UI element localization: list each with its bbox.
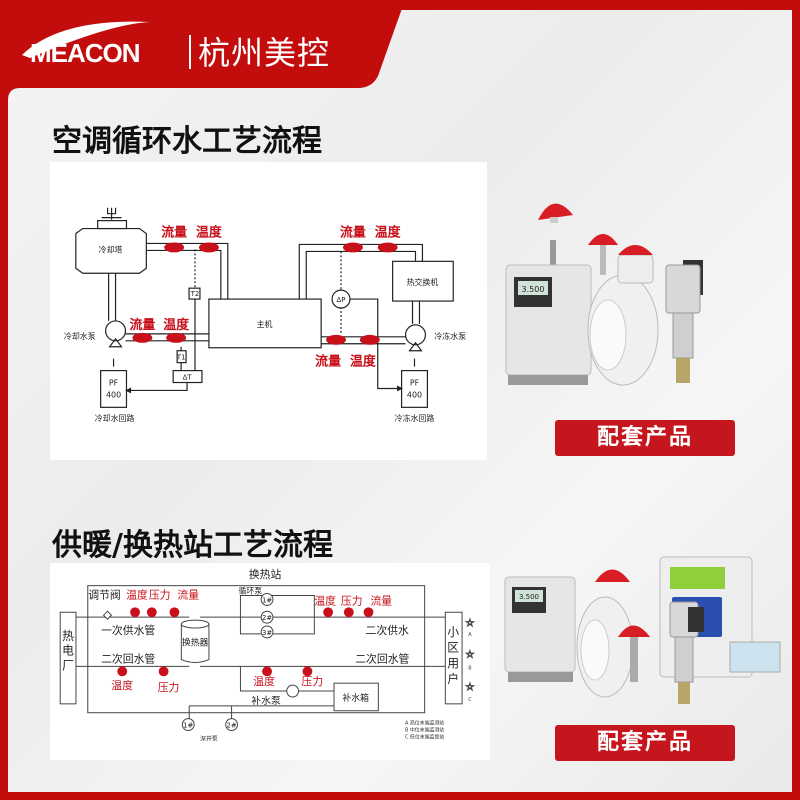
star-label: C (468, 697, 472, 703)
star-icon: ☆ (466, 682, 475, 693)
pf-number: 400 (407, 390, 422, 399)
section1-title: 空调循环水工艺流程 (52, 124, 322, 159)
label-temp: 温度 (126, 587, 148, 601)
label-pressure: 压力 (341, 594, 363, 607)
sensor-dot (158, 666, 169, 677)
section2-title: 供暖/换热站工艺流程 (52, 528, 333, 563)
well-pump-2: 2# (227, 721, 237, 729)
star-icon: ☆ (466, 650, 475, 661)
secondary-return-label: 二次回水管 (355, 651, 409, 665)
well-pump-label: 深井泵 (200, 734, 218, 742)
circ-pump-label: 循环泵 (238, 586, 262, 596)
hvac-circulation-diagram: 流量 温度 流量 温度 流量 温度 流量 温度 冷却塔 主机 热交换机 冷却水泵… (50, 162, 487, 460)
product-image-set-1: 3.500 (505, 203, 703, 386)
sensor-dot (146, 607, 157, 618)
legend-item: C 低位末端监督站 (405, 733, 444, 740)
users-char: 区 (447, 641, 459, 655)
temp-sensor (166, 332, 187, 343)
pf-label: PF (109, 378, 119, 387)
plant-char: 厂 (62, 658, 74, 672)
temp-sensor (359, 334, 380, 345)
sensor-dot (363, 607, 374, 618)
label-flow: 流量 (315, 354, 341, 370)
label-temp: 温度 (375, 225, 401, 241)
well-pump-1: 1# (183, 721, 193, 729)
label-flow: 流量 (177, 587, 199, 601)
header-banner (0, 0, 405, 100)
delta-t-label: ΔT (183, 374, 193, 382)
pump-2: 2# (262, 614, 272, 622)
label-temp: 温度 (163, 317, 189, 333)
matching-products-button-2[interactable]: 配套产品 (555, 725, 735, 761)
logo-swoosh (22, 21, 150, 58)
makeup-pump-label: 补水泵 (251, 694, 281, 707)
legend-item: A 高位末端监测站 (405, 720, 444, 727)
sensor-markers (132, 242, 398, 345)
flow-sensor (132, 332, 153, 343)
star-label: B (468, 665, 472, 671)
star-label: A (468, 632, 472, 638)
pf-number: 400 (106, 390, 121, 399)
label-temp: 温度 (253, 674, 275, 688)
temp-sensor (198, 242, 219, 253)
chilled-pump-label: 冷冻水泵 (434, 331, 466, 341)
label-flow: 流量 (129, 317, 155, 333)
sensor-dot (343, 607, 354, 618)
plant-char: 热 (62, 629, 74, 643)
chilled-loop-label: 冷冻水回路 (395, 413, 435, 423)
logo-divider (189, 35, 191, 69)
heat-exchanger-label: 热交换机 (407, 277, 439, 287)
label-flow: 流量 (340, 225, 366, 241)
temp-sensor (377, 242, 398, 253)
brand-logo-text: MEACON (30, 38, 141, 68)
secondary-return-label: 二次回水管 (101, 651, 155, 665)
users-char: 小 (447, 625, 459, 639)
sensor-dot (302, 666, 313, 677)
sensor-dot (169, 607, 180, 618)
makeup-tank-label: 补水箱 (342, 692, 369, 704)
secondary-supply-label: 二次供水 (366, 623, 409, 637)
users-char: 用 (447, 656, 459, 670)
label-flow: 流量 (161, 225, 187, 241)
flow-sensor (342, 242, 363, 253)
star-icon: ☆ (466, 618, 475, 629)
cooling-tower-label: 冷却塔 (99, 244, 123, 254)
primary-supply-label: 一次供水管 (101, 623, 155, 637)
sensor-dot (262, 666, 272, 677)
legend-item: B 中位末端监测站 (405, 726, 444, 733)
delta-p-label: ΔP (337, 296, 346, 304)
heating-station-diagram: 温度 压力 流量 温度 压力 流量 温度 压力 温度 压力 换热站 调节阀 一次… (50, 563, 490, 760)
brand-name: 杭州美控 (198, 34, 331, 72)
flowmeter-display: 3.500 (522, 285, 545, 294)
cooling-pump-label: 冷却水泵 (64, 331, 96, 341)
plant-char: 电 (62, 644, 74, 658)
matching-products-button-1[interactable]: 配套产品 (555, 420, 735, 456)
label-temp: 温度 (314, 593, 336, 607)
flow-sensor (326, 334, 346, 345)
sensor-dot (323, 607, 334, 618)
sensor-dot (117, 666, 128, 677)
label-temp: 温度 (350, 354, 376, 370)
valve-label: 调节阀 (88, 587, 120, 601)
label-flow: 流量 (370, 593, 392, 607)
label-pressure: 压力 (302, 675, 324, 688)
cooling-loop-label: 冷却水回路 (95, 413, 135, 423)
station-title: 换热站 (249, 567, 282, 581)
pump-3: 3# (262, 629, 272, 637)
label-temp: 温度 (196, 225, 222, 241)
users-char: 户 (447, 672, 459, 686)
label-pressure: 压力 (158, 681, 180, 694)
t1-label: T1 (176, 354, 186, 362)
exchanger-label: 换热器 (182, 637, 209, 649)
t2-label: T2 (190, 290, 200, 298)
label-pressure: 压力 (149, 588, 171, 601)
flowmeter-display: 3.500 (519, 593, 539, 601)
main-unit-label: 主机 (257, 319, 273, 329)
label-temp: 温度 (111, 678, 133, 692)
pf-label: PF (410, 378, 420, 387)
sensor-dot (130, 607, 140, 618)
flow-sensor (164, 242, 185, 253)
pump-1: 1# (262, 596, 272, 604)
product-image-set-2: 3.500 (504, 556, 781, 704)
